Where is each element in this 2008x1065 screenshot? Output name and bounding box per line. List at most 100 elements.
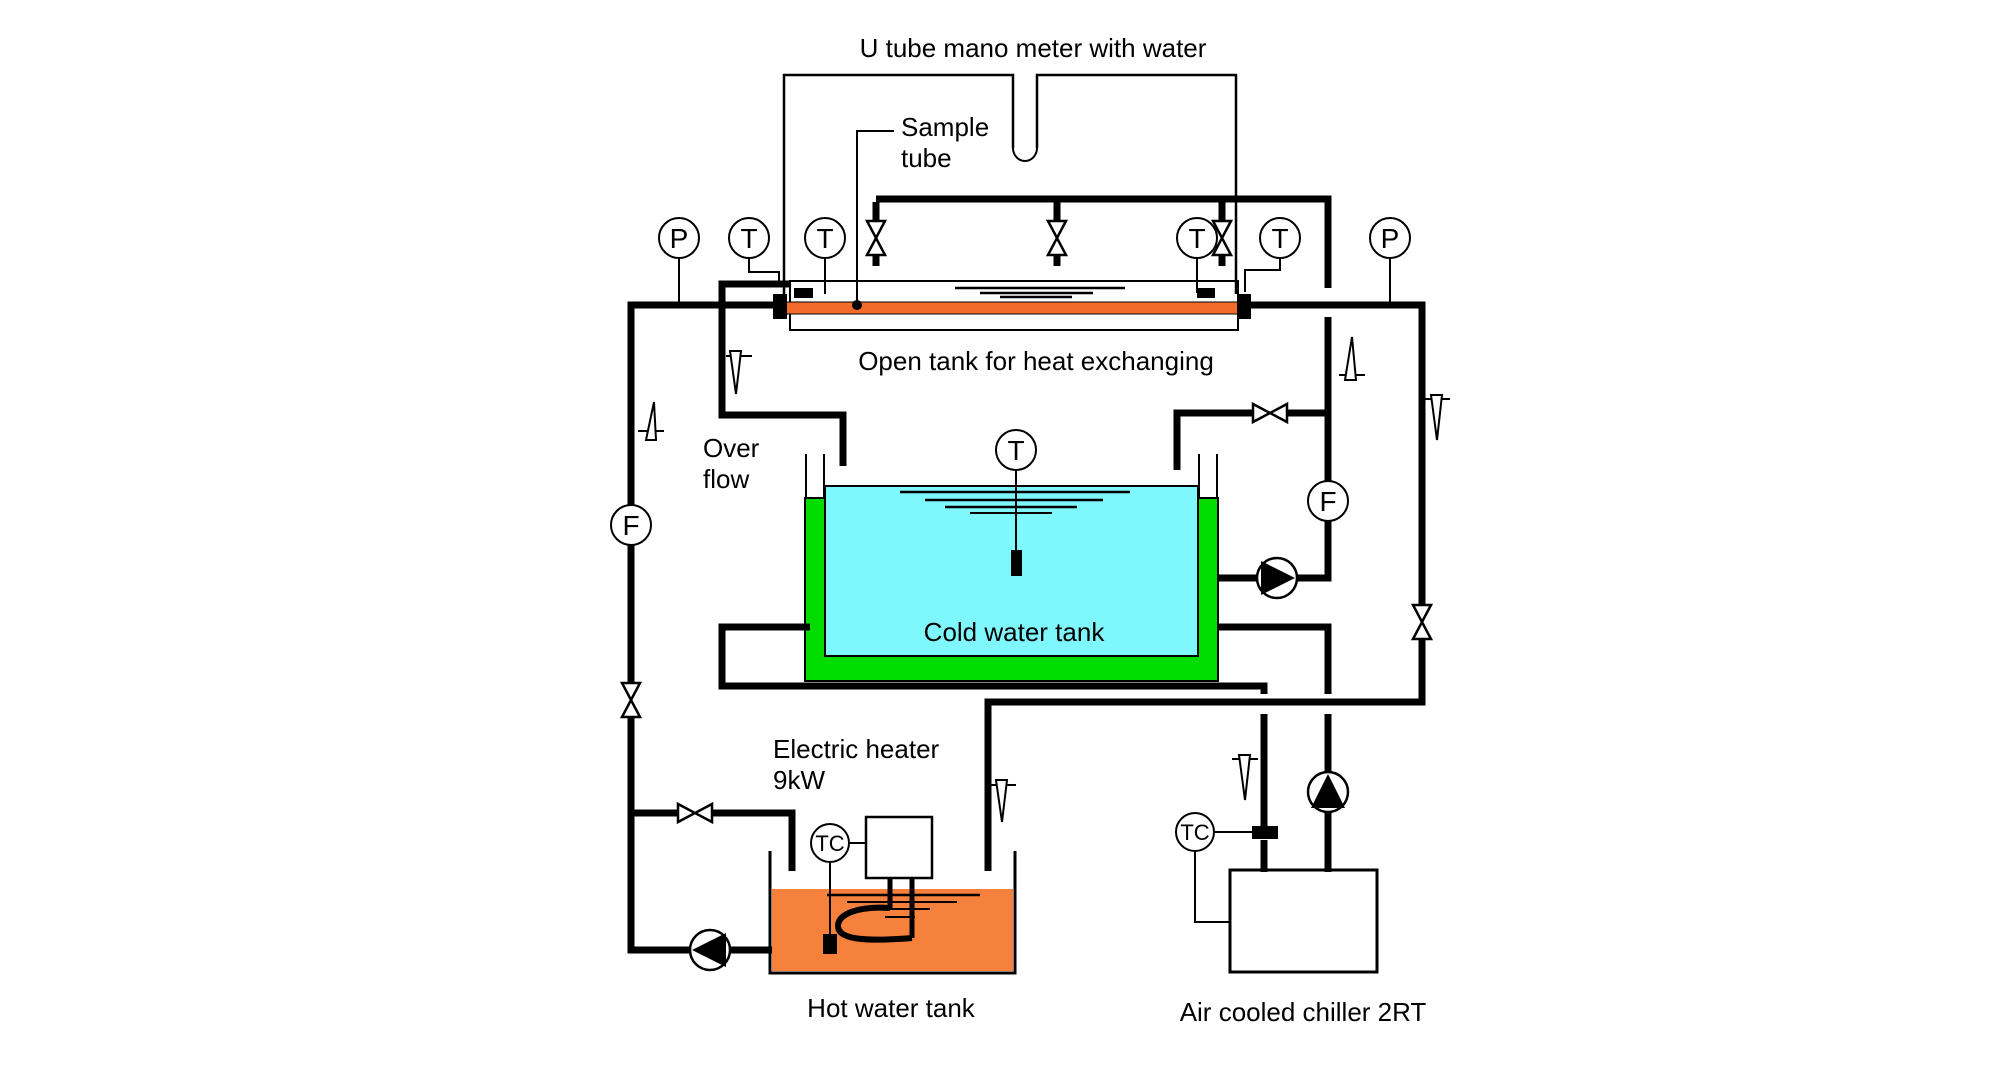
valve-hot-return — [1410, 603, 1434, 641]
cold-tank-label: Cold water tank — [924, 617, 1106, 647]
gauge-circle — [1259, 217, 1301, 259]
gauge-circle — [1307, 480, 1349, 522]
wire-temp-outlet — [1244, 258, 1281, 292]
valve-icon — [1210, 219, 1234, 241]
gauge-letter: TC — [1180, 820, 1209, 845]
gauge-letter: P — [1381, 223, 1400, 254]
gauge-temp-inlet: T — [728, 217, 770, 259]
valve-drop-2 — [1045, 219, 1069, 257]
leader-dot — [852, 300, 862, 310]
sample-tube-right-cap — [1237, 294, 1251, 319]
gauge-circle — [658, 217, 700, 259]
instrument-wires — [678, 258, 1391, 954]
gauge-pressure-inlet: P — [658, 217, 700, 259]
arrow-up-icon — [1343, 336, 1358, 381]
hot-loop-pipes — [627, 301, 1426, 954]
cold-water-tank — [804, 454, 1219, 682]
gauge-circle — [1369, 217, 1411, 259]
hot-water-tank — [768, 851, 1017, 975]
gauge-temp-tank-right: T — [1176, 217, 1218, 259]
gauge-flow-cold: F — [1307, 480, 1349, 522]
pipe-hot-return-top — [1251, 301, 1426, 605]
leader-line — [856, 130, 894, 303]
manometer-u-bend — [1012, 147, 1038, 162]
chiller-label: Air cooled chiller 2RT — [1180, 997, 1427, 1027]
temp-sensor-tip — [823, 934, 837, 954]
gauge-circle — [610, 504, 652, 546]
heater-label-line2: 9kW — [773, 765, 825, 795]
gauge-letter: TC — [815, 831, 844, 856]
pipe-cold-header — [876, 195, 1332, 288]
gauge-circle — [728, 217, 770, 259]
valve-icon — [1251, 401, 1273, 425]
flow-arrow-hot-return-down — [1424, 394, 1450, 441]
flow-arrow-overflow-down — [726, 350, 752, 395]
pipe-cold-riser-b — [1297, 521, 1332, 582]
gauge-letter: F — [622, 510, 639, 541]
manometer-right-line — [1035, 73, 1238, 294]
arrow-up-icon — [644, 401, 658, 441]
pump-hot-loop — [688, 928, 732, 972]
valve-icon — [864, 235, 888, 257]
valve-icon — [1045, 219, 1069, 241]
gauge-circle — [804, 217, 846, 259]
pipe-hot-bypass-b — [712, 809, 796, 871]
sample-tube-left-cap — [773, 294, 787, 319]
flow-arrow-cold-up — [1339, 336, 1365, 381]
arrow-down-icon — [994, 779, 1009, 823]
sample-tube-label-line2: tube — [901, 143, 952, 173]
temp-sensor-tip — [794, 288, 813, 298]
pump-direction-right — [1261, 561, 1295, 595]
temp-sensor-tip — [1197, 288, 1215, 298]
valve-icon — [1267, 401, 1289, 425]
sample-tube-leader — [852, 130, 894, 310]
controller-tc-chiller: TC — [1175, 812, 1215, 852]
valve-drop-3 — [1210, 219, 1234, 257]
chiller-box — [1228, 868, 1379, 974]
valve-cold-bypass — [1251, 401, 1289, 425]
valve-hot-supply — [619, 681, 643, 719]
valve-icon — [619, 681, 643, 703]
gauge-temp-tank-left: T — [804, 217, 846, 259]
gauge-circle — [810, 823, 850, 863]
controller-tc-heater: TC — [810, 823, 850, 863]
gauge-letter: P — [670, 223, 689, 254]
gauge-temp-cold-tank: T — [995, 429, 1037, 471]
pipe-hot-supply-bottom — [627, 717, 690, 954]
valve-drop-1 — [864, 219, 888, 257]
flow-arrow-hot-up — [638, 401, 664, 441]
gauge-letter: T — [816, 223, 833, 254]
gauge-pressure-outlet: P — [1369, 217, 1411, 259]
wire-temp-inlet — [748, 258, 780, 282]
arrow-down-icon — [1429, 394, 1444, 441]
pipe-cold-bypass-b — [1173, 409, 1253, 470]
arrow-down-icon — [728, 350, 743, 395]
pump-direction-up — [1311, 774, 1345, 808]
heater-box — [864, 815, 934, 880]
gauge-circle — [1176, 217, 1218, 259]
pump-cold-loop — [1255, 556, 1299, 600]
arrow-down-icon — [1237, 754, 1252, 801]
gauge-flow-hot: F — [610, 504, 652, 546]
valve-icon — [1210, 235, 1234, 257]
chiller-loop-pipes — [718, 623, 1332, 872]
heater-label-line1: Electric heater — [773, 734, 940, 764]
gauge-letter: F — [1319, 486, 1336, 517]
overflow-label-line2: flow — [703, 464, 749, 494]
valve-icon — [619, 697, 643, 719]
pipe-chiller-return-a — [1218, 623, 1332, 694]
hot-tank-label: Hot water tank — [807, 993, 976, 1023]
electric-heater — [834, 815, 934, 943]
valve-icon — [1045, 235, 1069, 257]
pipe-mounted-sensor — [1252, 826, 1278, 839]
overflow-pipe — [718, 280, 847, 466]
valve-icon — [692, 801, 714, 825]
hot-tank-walls — [768, 851, 1017, 975]
valve-icon — [1410, 603, 1434, 625]
pipe-hot-supply-top — [627, 301, 774, 505]
pipe-chiller-supply-a — [718, 623, 1268, 694]
wire-tc-to-chiller — [1194, 851, 1230, 923]
pipe-hot-return-bottom — [984, 639, 1426, 871]
